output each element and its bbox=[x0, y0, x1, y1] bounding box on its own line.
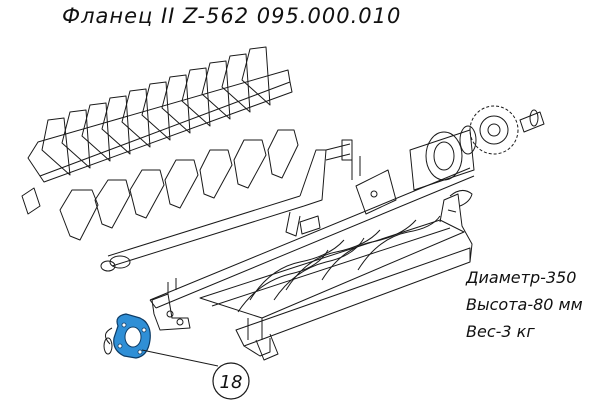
spec-diameter: Диаметр-350 bbox=[466, 268, 577, 287]
tine-guard-assembly bbox=[21, 46, 353, 272]
rake-frame bbox=[199, 190, 473, 361]
specifications-block: Диаметр-350 Высота-80 мм Вес-3 кг bbox=[466, 264, 583, 345]
spec-height: Высота-80 мм bbox=[466, 295, 583, 314]
sprocket-hub-assembly bbox=[351, 105, 545, 215]
drive-shaft bbox=[149, 167, 475, 309]
flange-part-18[interactable] bbox=[113, 313, 151, 359]
diagram-title: Фланец II Z-562 095.000.010 bbox=[62, 4, 402, 28]
callout-leader-line bbox=[141, 349, 219, 367]
spec-weight: Вес-3 кг bbox=[466, 322, 535, 341]
callout-circle[interactable] bbox=[212, 362, 250, 400]
callout-number: 18 bbox=[220, 372, 243, 393]
